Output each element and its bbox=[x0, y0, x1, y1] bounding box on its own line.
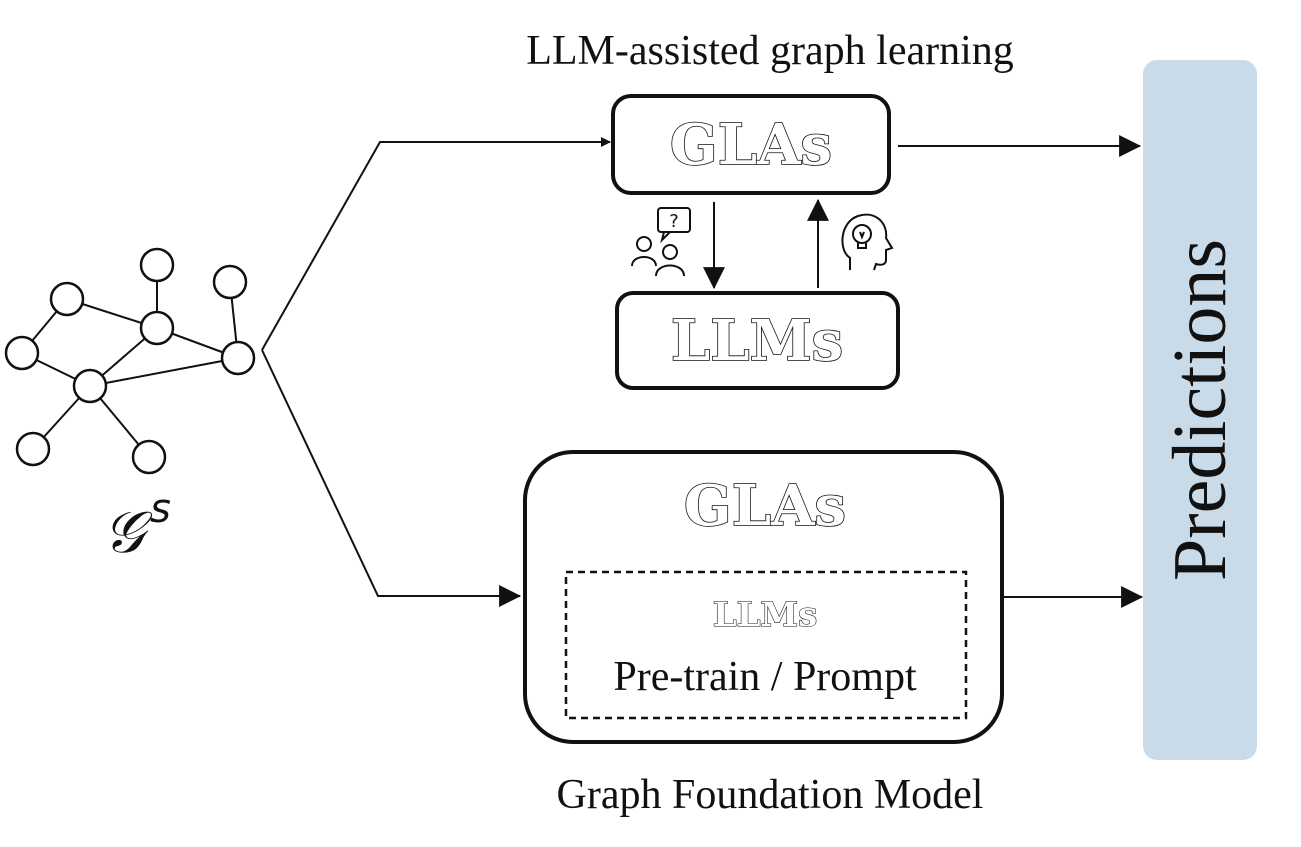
inner-caption: Pre-train / Prompt bbox=[613, 654, 917, 700]
top-branch-title: LLM-assisted graph learning bbox=[526, 28, 1014, 74]
top-gla-box: GLAs bbox=[611, 94, 891, 195]
head-lightbulb-icon bbox=[841, 213, 894, 271]
graph-superscript: s bbox=[150, 486, 171, 532]
top-gla-label: GLAs bbox=[670, 112, 832, 178]
graph-symbol: 𝒢 bbox=[103, 498, 153, 566]
top-llm-label: LLMs bbox=[671, 308, 843, 374]
input-graph: 𝒢 s bbox=[4, 247, 256, 566]
bottom-gla-label: GLAs bbox=[684, 473, 846, 539]
predictions-label: Predictions bbox=[1158, 239, 1242, 581]
svg-text:?: ? bbox=[669, 211, 679, 232]
predictions-panel: Predictions bbox=[1143, 60, 1257, 760]
branch-connectors bbox=[261, 137, 611, 607]
graph-nodes bbox=[4, 247, 256, 475]
bottom-branch-title: Graph Foundation Model bbox=[557, 772, 984, 818]
top-llm-box: LLMs bbox=[615, 291, 900, 390]
foundation-model-box: GLAs LLMs Pre-train / Prompt bbox=[523, 450, 1004, 744]
inner-llm-box bbox=[564, 570, 968, 720]
predictions-bar bbox=[1143, 60, 1257, 760]
bottom-llm-label: LLMs bbox=[713, 595, 818, 635]
people-question-icon: ? bbox=[631, 207, 691, 277]
